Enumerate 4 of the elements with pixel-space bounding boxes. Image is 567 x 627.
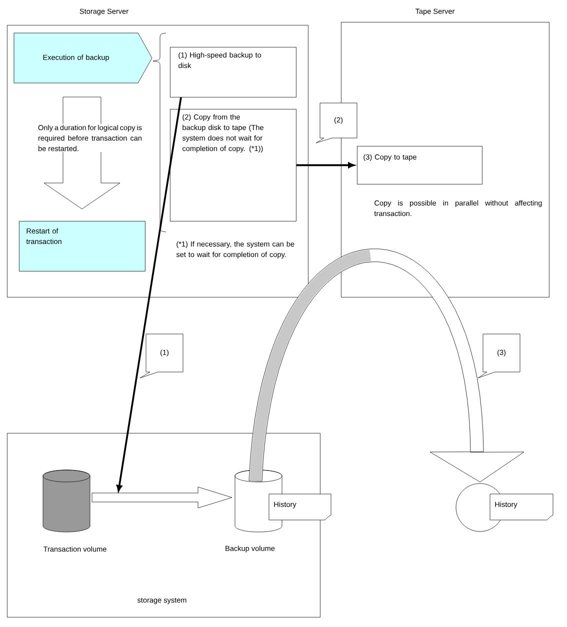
arrow (92, 486, 232, 508)
arrow (116, 97, 182, 492)
arrow (296, 162, 354, 168)
arrow (248, 248, 524, 482)
